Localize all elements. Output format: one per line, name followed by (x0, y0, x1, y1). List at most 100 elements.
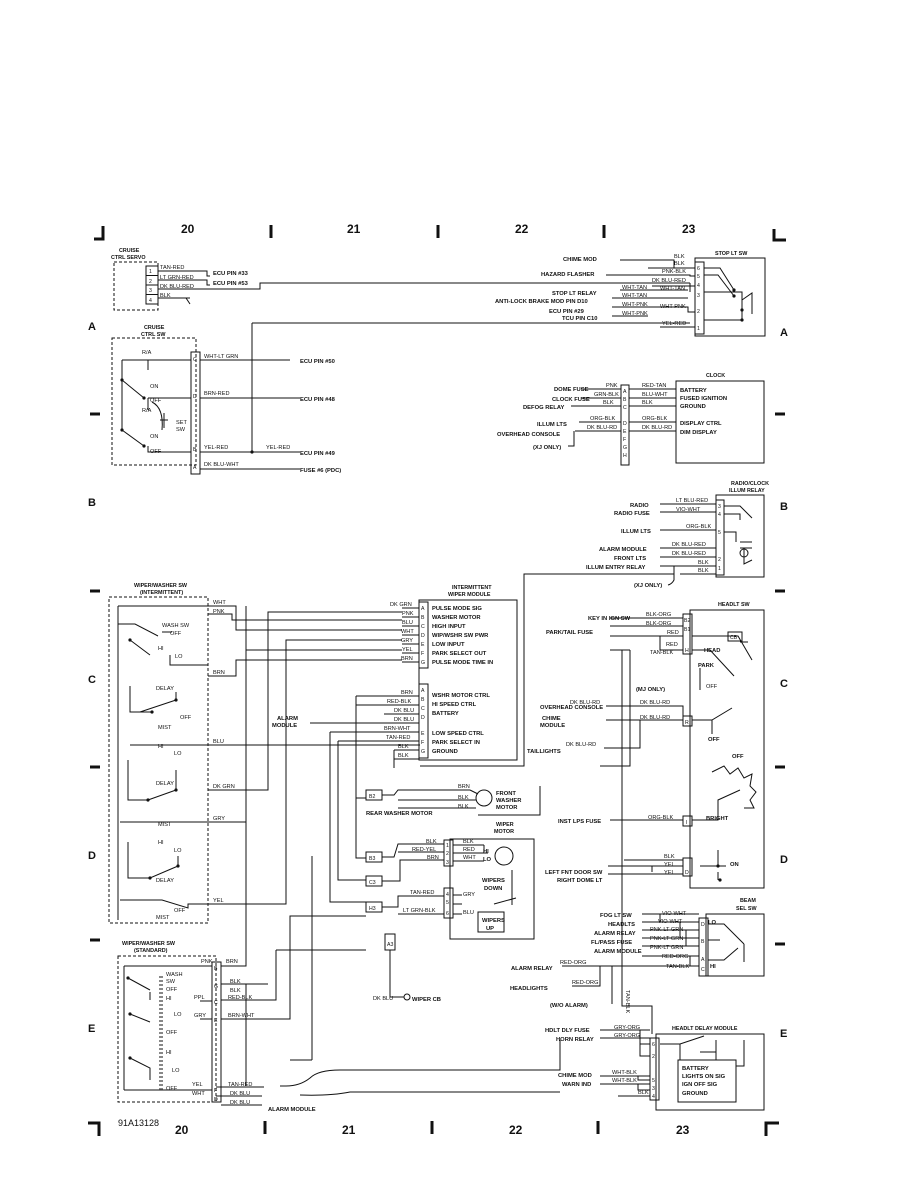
svg-text:MODULE: MODULE (540, 723, 565, 729)
svg-text:BATTERY: BATTERY (680, 388, 707, 394)
svg-text:HI: HI (166, 996, 172, 1002)
svg-text:D: D (193, 394, 197, 400)
row-label: E (88, 1023, 95, 1035)
svg-text:LOW INPUT: LOW INPUT (432, 642, 465, 648)
column-label: 23 (676, 1123, 690, 1137)
svg-text:2: 2 (718, 557, 721, 563)
svg-text:OFF: OFF (708, 737, 720, 743)
ecu-pin-label: ECU PIN #53 (213, 281, 249, 287)
svg-text:HEADLT SW: HEADLT SW (718, 602, 751, 608)
splice-label: B3 (369, 856, 375, 862)
svg-text:3: 3 (718, 504, 721, 510)
svg-text:DK GRN: DK GRN (390, 602, 412, 608)
svg-text:DK BLU-RED: DK BLU-RED (652, 278, 686, 284)
svg-text:A: A (701, 957, 705, 963)
svg-text:OFF: OFF (170, 631, 182, 637)
svg-text:GRY: GRY (213, 816, 225, 822)
splice-label: C3 (369, 880, 376, 886)
ecu-pin-label: ECU PIN #49 (300, 451, 336, 457)
svg-text:BLK: BLK (398, 753, 409, 759)
svg-text:DK BLU: DK BLU (230, 1091, 250, 1097)
module-wires-top: DK GRN PNK BLU WHT GRY YEL BRN (390, 602, 414, 662)
svg-text:BLK: BLK (426, 839, 437, 845)
svg-text:BATTERY: BATTERY (682, 1066, 709, 1072)
svg-text:PARK: PARK (698, 663, 715, 669)
svg-text:HDLT DLY FUSE: HDLT DLY FUSE (545, 1028, 590, 1034)
svg-text:DK BLU-RED: DK BLU-RED (672, 551, 706, 557)
svg-text:5: 5 (652, 1078, 655, 1084)
svg-text:PNK-LT GRN: PNK-LT GRN (650, 936, 683, 942)
svg-text:BLK: BLK (638, 1090, 649, 1096)
svg-text:WHT: WHT (213, 600, 226, 606)
label: TCU PIN C10 (562, 316, 597, 322)
svg-text:TAN-RED: TAN-RED (410, 890, 434, 896)
front-washer-motor: B2 BRN BLK BLK FRONT WASHER MOTOR REAR W… (365, 784, 541, 817)
svg-text:BRN: BRN (427, 855, 439, 861)
svg-text:PARK SELECT OUT: PARK SELECT OUT (432, 651, 487, 657)
svg-text:WIPER/WASHER SW: WIPER/WASHER SW (122, 941, 176, 947)
svg-text:D: D (214, 1097, 218, 1103)
svg-text:6: 6 (652, 1042, 655, 1048)
svg-text:G: G (623, 445, 627, 451)
svg-text:WHT-BLK: WHT-BLK (612, 1070, 637, 1076)
frame-corners (88, 225, 786, 1136)
svg-text:WHT: WHT (463, 855, 476, 861)
svg-text:BLU: BLU (463, 910, 474, 916)
svg-text:4: 4 (446, 892, 449, 898)
svg-text:DIM DISPLAY: DIM DISPLAY (680, 430, 717, 436)
svg-text:OVERHEAD CONSOLE: OVERHEAD CONSOLE (540, 705, 603, 711)
svg-text:OVERHEAD CONSOLE: OVERHEAD CONSOLE (497, 432, 560, 438)
svg-text:PNK-BLK: PNK-BLK (662, 269, 686, 275)
column-label: 22 (515, 222, 529, 236)
svg-text:DOWN: DOWN (484, 886, 502, 892)
svg-text:SET: SET (176, 420, 187, 426)
svg-text:FOG LT SW: FOG LT SW (600, 913, 632, 919)
svg-text:SW: SW (166, 979, 176, 985)
svg-text:OFF: OFF (706, 684, 718, 690)
svg-text:BRN: BRN (401, 656, 413, 662)
column-label: 20 (175, 1123, 189, 1137)
svg-text:BLK: BLK (463, 839, 474, 845)
svg-text:LIGHTS ON SIG: LIGHTS ON SIG (682, 1074, 726, 1080)
svg-text:BLK: BLK (698, 560, 709, 566)
svg-text:RED: RED (667, 630, 679, 636)
svg-text:H: H (623, 453, 627, 459)
svg-text:DK GRN: DK GRN (213, 784, 235, 790)
column-label: 21 (347, 222, 361, 236)
svg-text:BLU-WHT: BLU-WHT (642, 392, 668, 398)
svg-text:E: E (421, 642, 425, 648)
svg-text:WSHR MOTOR CTRL: WSHR MOTOR CTRL (432, 693, 490, 699)
svg-text:RADIO/CLOCK: RADIO/CLOCK (731, 481, 769, 487)
svg-text:HI: HI (158, 840, 164, 846)
svg-text:C: C (421, 624, 425, 630)
svg-text:WIPER: WIPER (496, 822, 514, 828)
svg-text:OFF: OFF (732, 754, 744, 760)
row-label: B (780, 501, 788, 513)
svg-text:A: A (421, 606, 425, 612)
svg-text:B2: B2 (684, 618, 690, 624)
cruise-ctrl-sw: CRUISE CTRL SW C D B A R/A ON OFF R/A ON… (111, 322, 690, 475)
svg-text:3: 3 (652, 1086, 655, 1092)
module-functions-bottom: WSHR MOTOR CTRL HI SPEED CTRL BATTERY LO… (432, 693, 490, 755)
svg-text:HEADLT DELAY MODULE: HEADLT DELAY MODULE (672, 1026, 738, 1032)
svg-text:GROUND: GROUND (680, 404, 706, 410)
svg-text:F: F (214, 1088, 217, 1094)
ecu-pin-label: ECU PIN #33 (213, 271, 249, 277)
svg-text:ALARM MODULE: ALARM MODULE (599, 547, 647, 553)
svg-text:2: 2 (652, 1054, 655, 1060)
ecu-pin-label: ECU PIN #50 (300, 359, 335, 365)
svg-text:FL/PASS FUSE: FL/PASS FUSE (591, 940, 632, 946)
svg-text:WASH SW: WASH SW (162, 623, 190, 629)
svg-text:F: F (623, 437, 626, 443)
svg-text:DK BLU-WHT: DK BLU-WHT (204, 462, 239, 468)
svg-text:HI: HI (483, 849, 489, 855)
svg-text:WHT-BLK: WHT-BLK (612, 1078, 637, 1084)
svg-text:RED-TAN: RED-TAN (642, 383, 666, 389)
svg-text:BEAM: BEAM (740, 898, 756, 904)
svg-text:PNK: PNK (213, 609, 225, 615)
ecu-pin-label: ECU PIN #48 (300, 397, 336, 403)
column-label: 22 (509, 1123, 523, 1137)
svg-text:PNK: PNK (606, 383, 618, 389)
row-label: E (780, 1028, 787, 1040)
svg-text:DK BLU: DK BLU (394, 717, 414, 723)
